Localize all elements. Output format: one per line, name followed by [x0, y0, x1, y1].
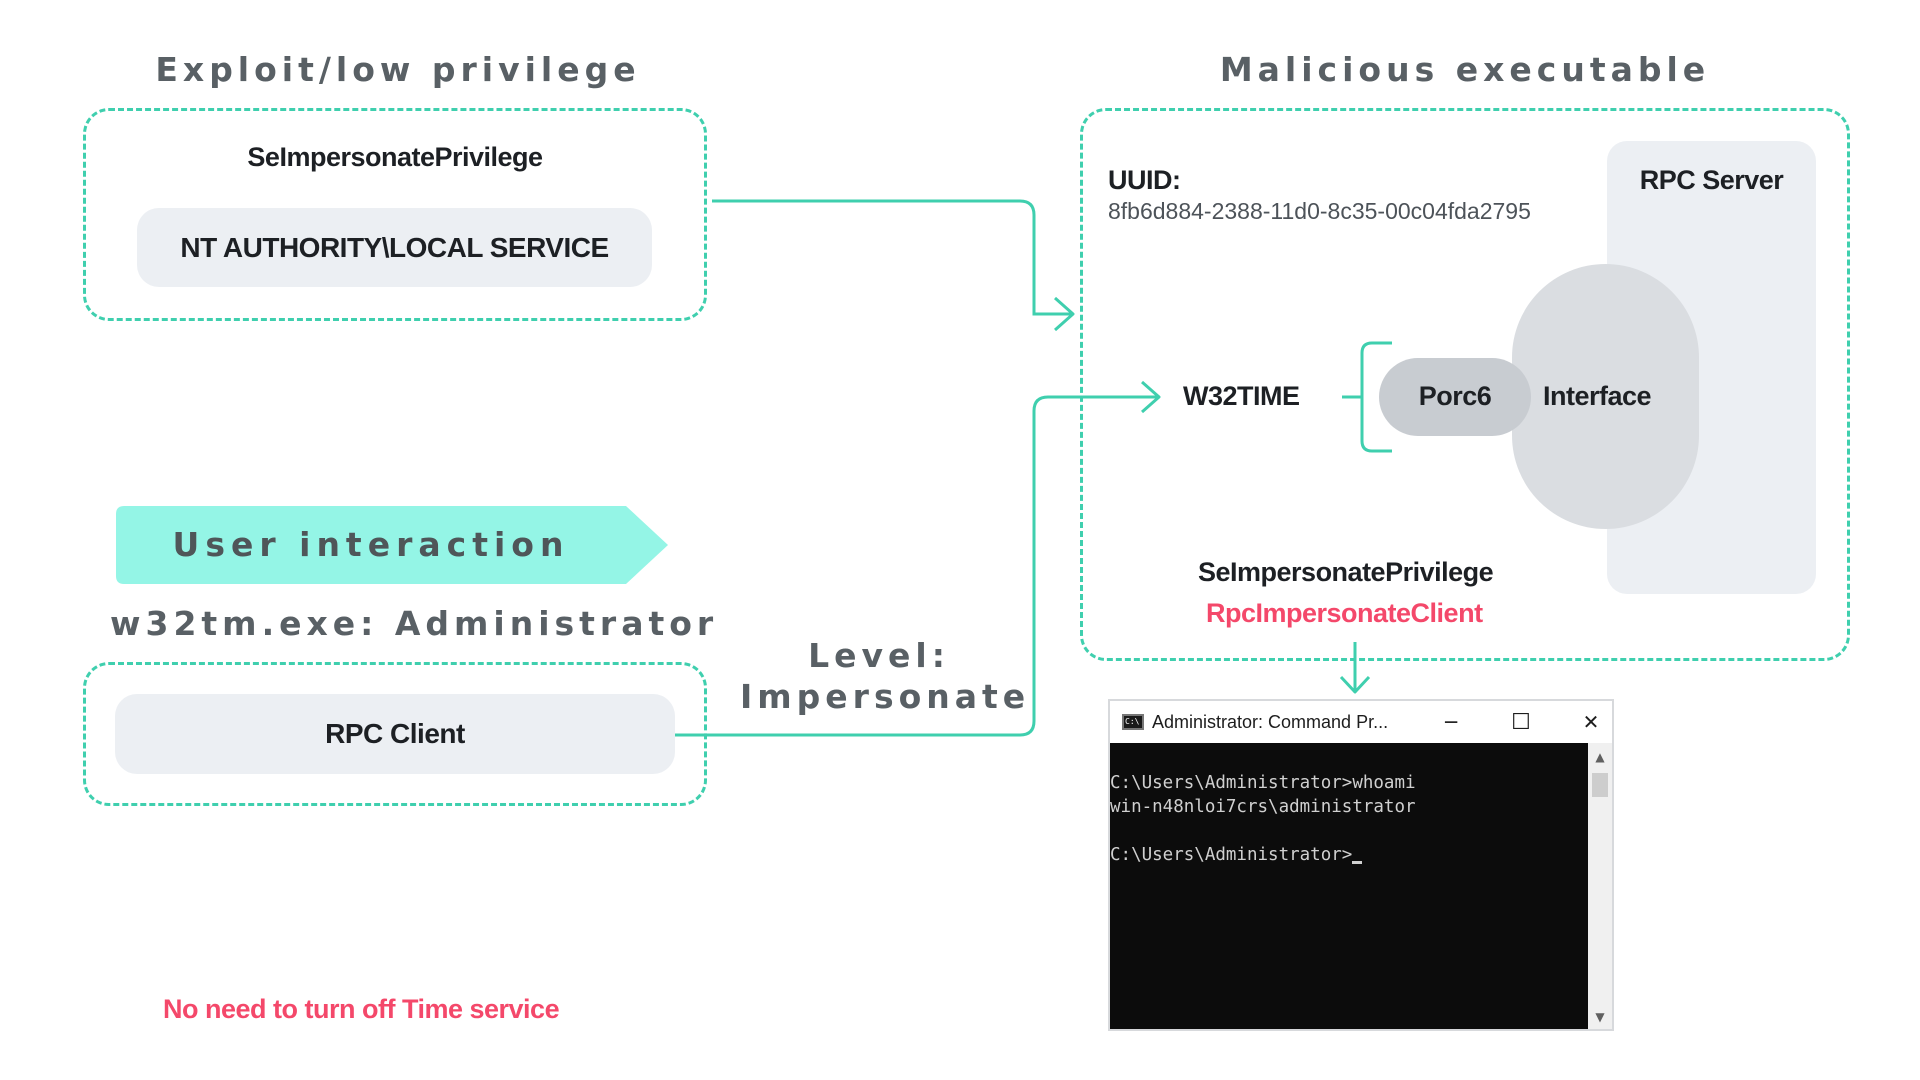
rpc-client-label: RPC Client — [325, 718, 465, 749]
malicious-section-title: Malicious executable — [1219, 50, 1711, 89]
interface-label: Interface — [1543, 381, 1652, 411]
terminal-icon: C:\ — [1122, 714, 1144, 730]
console-line: win-n48nloi7crs\administrator — [1110, 797, 1416, 817]
user-interaction-label: User interaction — [172, 525, 570, 564]
client-section-title: w32tm.exe: Administrator — [110, 604, 719, 643]
client-box — [83, 662, 707, 806]
impersonation-level-line1: Level: — [808, 636, 950, 675]
exploit-box — [83, 108, 707, 321]
uuid-value: 8fb6d884-2388-11d0-8c35-00c04fda2795 — [1108, 198, 1531, 224]
vertical-scrollbar[interactable]: ▲ ▼ — [1588, 743, 1612, 1029]
local-service-account-label: NT AUTHORITY\LOCAL SERVICE — [180, 231, 609, 263]
text-cursor — [1352, 861, 1363, 864]
minimize-button[interactable]: ─ — [1444, 710, 1458, 734]
command-prompt-window[interactable]: C:\ Administrator: Command Pr... ─ ☐ ✕ C… — [1108, 699, 1614, 1031]
command-prompt-titlebar[interactable]: C:\ Administrator: Command Pr... ─ ☐ ✕ — [1110, 701, 1612, 743]
console-prompt-line: C:\Users\Administrator> — [1110, 843, 1588, 867]
scroll-thumb[interactable] — [1592, 773, 1608, 797]
command-prompt-title: Administrator: Command Pr... — [1152, 711, 1389, 732]
console-line — [1110, 819, 1588, 843]
chevron-down-icon — [1339, 675, 1371, 694]
interface-shape — [1512, 264, 1699, 529]
scroll-up-icon[interactable]: ▲ — [1595, 750, 1605, 764]
left-brace-icon — [1360, 341, 1392, 453]
privilege-arrowhead — [1054, 296, 1075, 332]
scroll-down-icon[interactable]: ▼ — [1595, 1010, 1605, 1024]
impersonate-arrowhead — [1141, 380, 1161, 414]
command-prompt-console[interactable]: C:\Users\Administrator>whoami win-n48nlo… — [1110, 743, 1588, 1029]
rpc-client-pill: RPC Client — [115, 694, 675, 774]
uuid-label: UUID: — [1108, 165, 1181, 195]
console-prompt: C:\Users\Administrator> — [1110, 845, 1353, 865]
exploit-privilege-label: SeImpersonatePrivilege — [247, 142, 543, 172]
rpc-server-label: RPC Server — [1639, 165, 1784, 195]
privilege-connector — [712, 199, 1072, 316]
close-button[interactable]: ✕ — [1582, 710, 1600, 734]
footnote-time-service: No need to turn off Time service — [163, 994, 560, 1024]
rpc-impersonate-client-label: RpcImpersonateClient — [1206, 598, 1483, 628]
maximize-button[interactable]: ☐ — [1511, 709, 1531, 735]
console-line: C:\Users\Administrator>whoami — [1110, 773, 1416, 793]
user-interaction-banner — [116, 506, 668, 584]
local-service-account-pill: NT AUTHORITY\LOCAL SERVICE — [137, 208, 652, 287]
exploit-section-title: Exploit/low privilege — [155, 50, 641, 89]
impersonate-connector — [675, 395, 1158, 737]
server-privilege-label: SeImpersonatePrivilege — [1198, 557, 1494, 587]
porc6-label: Porc6 — [1418, 381, 1492, 411]
impersonation-level-line2: Impersonate — [740, 677, 1031, 716]
malicious-executable-box — [1080, 108, 1850, 661]
w32time-endpoint-label: W32TIME — [1183, 381, 1300, 411]
porc6-shape — [1379, 358, 1531, 436]
impersonation-level-label: Level: Impersonate — [740, 636, 1031, 716]
